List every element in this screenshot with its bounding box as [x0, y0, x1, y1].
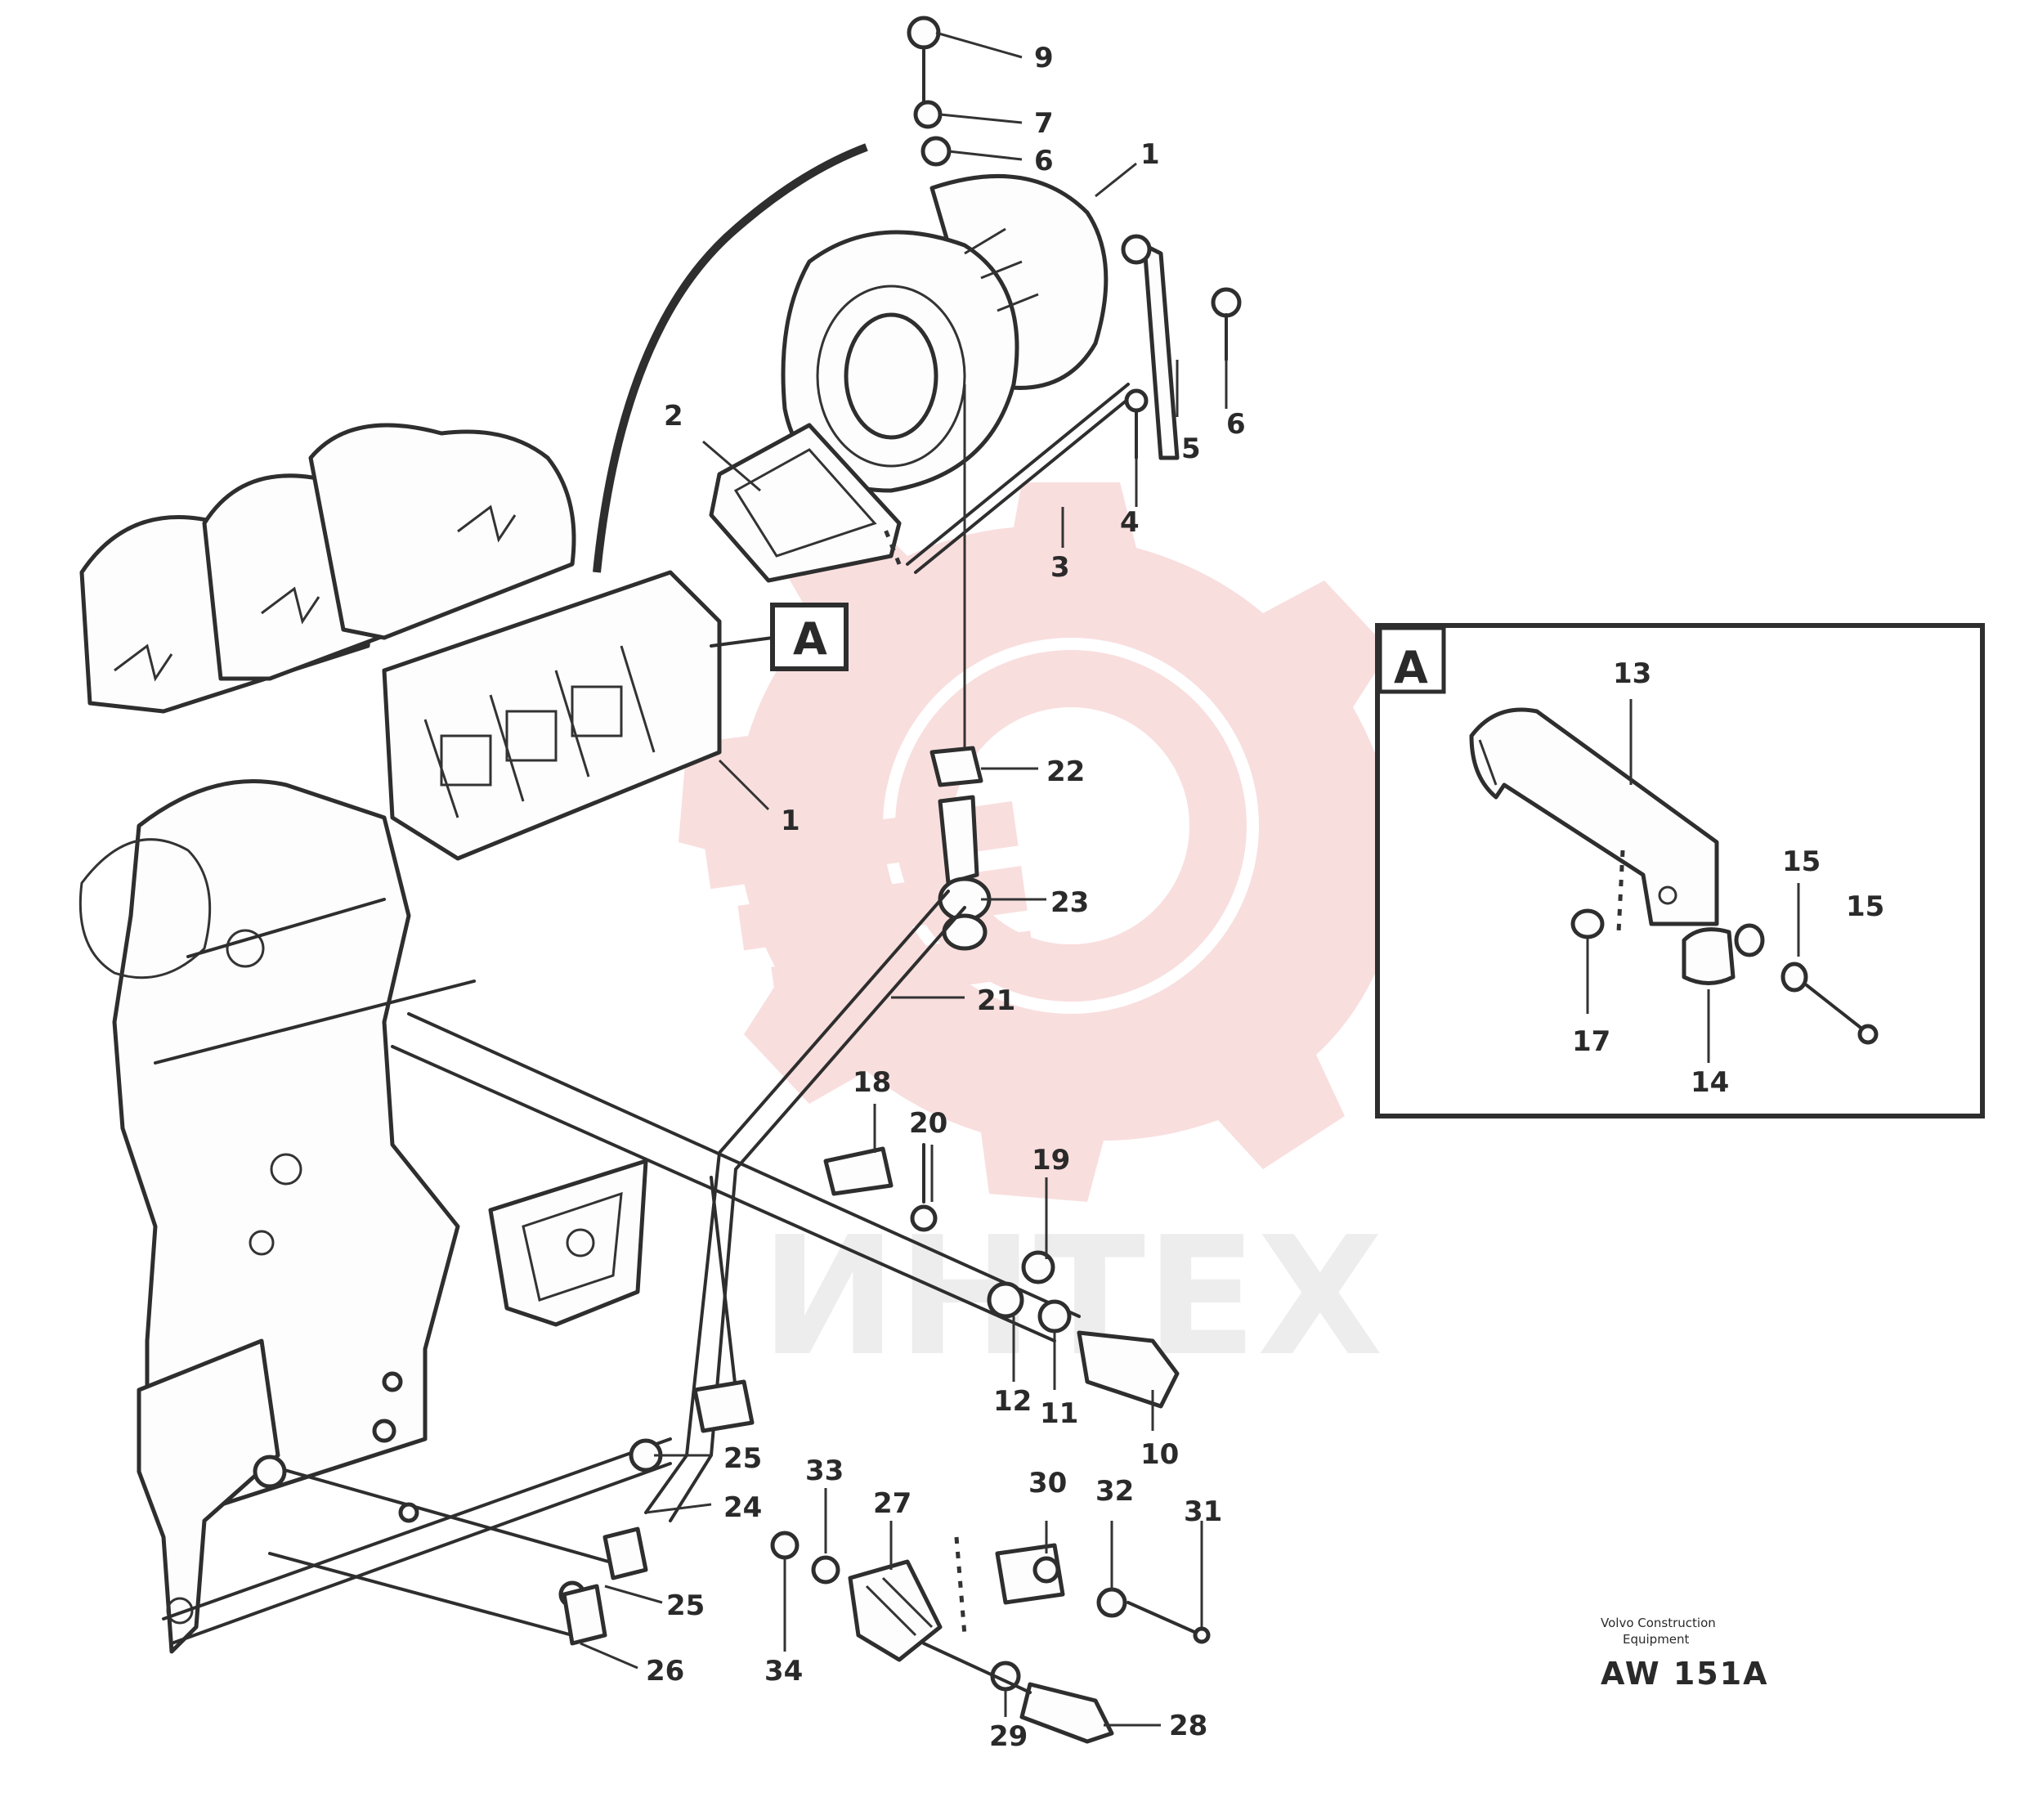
- part-label-30: 30: [1028, 1467, 1067, 1499]
- part-label-29: 29: [989, 1720, 1028, 1753]
- watermark-gear-logo: ИНТЕХ: [679, 482, 1455, 1392]
- reference-code: AW 151A: [1601, 1656, 1769, 1692]
- part-label-25: 25: [723, 1442, 762, 1475]
- reference-small-line2: Equipment: [1623, 1632, 1690, 1647]
- turbocharger-drawing: [593, 16, 1242, 671]
- part-label-5: 5: [1181, 433, 1201, 465]
- detail-inset-a: A 13 15 15 17 14: [1375, 623, 1985, 1118]
- inset-letter-box: [1377, 625, 1446, 694]
- part-label-2: 2: [664, 400, 683, 433]
- inset-part-label-15-right: 15: [1846, 890, 1884, 923]
- part-label-28: 28: [1169, 1710, 1207, 1742]
- part-label-25-lower: 25: [666, 1589, 705, 1622]
- part-label-7: 7: [1034, 107, 1054, 140]
- part-label-31: 31: [1184, 1495, 1222, 1528]
- part-label-32: 32: [1095, 1475, 1134, 1508]
- part-label-27: 27: [873, 1487, 912, 1520]
- bracket-parts-drawing: [562, 1143, 1211, 1744]
- inset-bracket-13: [1469, 707, 1719, 926]
- part-label-24: 24: [723, 1491, 762, 1524]
- part-label-11: 11: [1040, 1397, 1078, 1430]
- part-label-26: 26: [646, 1655, 684, 1688]
- inset-part-label-13: 13: [1613, 657, 1651, 690]
- part-label-4: 4: [1120, 506, 1140, 539]
- watermark-text: ИНТЕХ: [760, 1202, 1383, 1392]
- part-label-1-lower: 1: [781, 805, 800, 837]
- inset-part-label-14: 14: [1691, 1066, 1729, 1099]
- inset-part-label-17: 17: [1572, 1025, 1610, 1058]
- part-label-9: 9: [1034, 42, 1054, 74]
- part-label-21: 21: [977, 984, 1015, 1017]
- inset-letter-a: A: [1394, 642, 1428, 693]
- part-label-33: 33: [805, 1455, 844, 1487]
- inset-part-label-15: 15: [1782, 845, 1821, 878]
- part-label-34: 34: [764, 1655, 803, 1688]
- leader-lines: [580, 31, 1228, 1727]
- part-label-3: 3: [1050, 551, 1070, 584]
- part-label-6: 6: [1034, 145, 1054, 177]
- reference-block: Volvo Construction Equipment AW 151A: [1601, 1616, 1769, 1692]
- part-label-12: 12: [993, 1385, 1032, 1418]
- part-number-labels: 9 7 6 1 2 5 6 4 3 1 22 23 21 18 20 19 12…: [646, 42, 1246, 1753]
- part-label-19: 19: [1032, 1144, 1070, 1177]
- watermark-gear-icon: [679, 482, 1455, 1202]
- reference-small-line1: Volvo Construction: [1601, 1616, 1716, 1630]
- engine-block-drawing: [78, 423, 1081, 1654]
- part-label-23: 23: [1050, 886, 1089, 919]
- oil-return-pipe-drawing: [644, 384, 992, 1522]
- callout-letter-a: A: [793, 613, 827, 665]
- part-label-1: 1: [1140, 138, 1160, 171]
- part-label-6-lower: 6: [1226, 408, 1246, 441]
- part-label-18: 18: [853, 1066, 891, 1099]
- part-label-20: 20: [909, 1107, 947, 1140]
- part-label-10: 10: [1140, 1438, 1179, 1471]
- part-label-22: 22: [1046, 755, 1085, 788]
- callout-box: [770, 603, 849, 671]
